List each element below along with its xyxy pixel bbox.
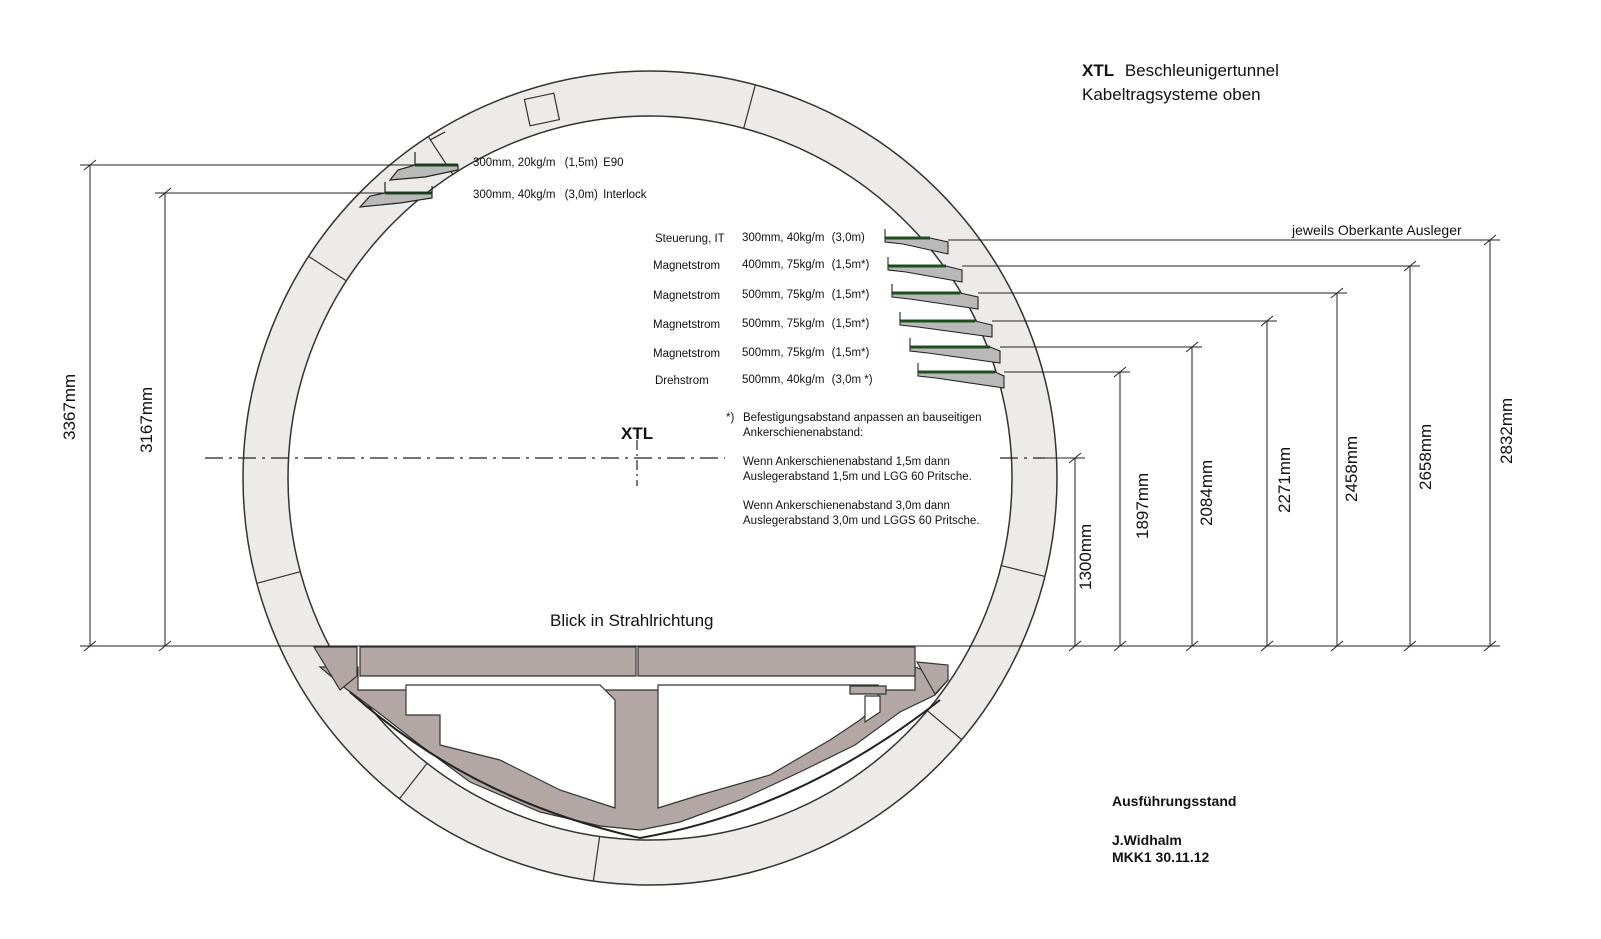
- right-tray-spec-5: 500mm, 75kg/m (1,5m*): [742, 347, 870, 359]
- drawing-subtitle: Kabeltragsysteme oben: [1082, 85, 1261, 104]
- left-tray-2-spec: 300mm, 40kg/m: [473, 189, 556, 201]
- dim-label-1300: 1300mm: [1076, 523, 1095, 590]
- dim-right-tick-top-5: [1330, 287, 1344, 299]
- right-tray-name-3: Magnetstrom: [653, 290, 721, 302]
- floor-slab-left: [359, 646, 637, 677]
- left-tray-1-type: E90: [603, 157, 624, 169]
- center-label: XTL: [621, 424, 654, 443]
- right-cable-trays: [884, 229, 1005, 389]
- floor-recess-small: [864, 695, 881, 724]
- right-tray-spec-2: 400mm, 75kg/m (1,5m*): [742, 259, 870, 271]
- footnote-marker: *): [726, 412, 735, 424]
- title-xtl: XTL: [1082, 61, 1115, 80]
- left-tray-2-type: Interlock: [603, 189, 647, 201]
- dimension-lines: [80, 159, 1500, 652]
- floor-recess-box: [849, 685, 887, 695]
- dim-left-tick-1a: [83, 159, 97, 171]
- status-state: Ausführungsstand: [1112, 793, 1237, 809]
- ring-joint-8: [926, 710, 963, 741]
- footnote-line-6: Auslegerabstand 3,0m und LGGS 60 Pritsch…: [743, 515, 980, 527]
- ring-joint-4: [1001, 564, 1046, 578]
- view-label-part1: Blick in: [550, 611, 604, 630]
- status-author: J.Widhalm: [1112, 832, 1182, 848]
- floor-corner-right: [915, 661, 949, 696]
- ring-joint-3: [308, 255, 347, 282]
- dim-right-tick-top-7: [1483, 234, 1497, 246]
- floor-slab-right: [637, 646, 916, 677]
- dim-left-tick-2a: [158, 187, 172, 199]
- view-label-part2: Strahlrichtung: [608, 611, 714, 630]
- footnote-line-4: Auslegerabstand 1,5m und LGG 60 Pritsche…: [743, 471, 972, 483]
- footnote-line-2: Ankerschienenabstand:: [743, 427, 864, 439]
- dim-left-tick-1b: [83, 640, 97, 652]
- floor-cavity-left: [405, 684, 616, 809]
- dim-label-2271: 2271mm: [1275, 446, 1294, 513]
- footnote-line-5: Wenn Ankerschienenabstand 3,0m dann: [743, 500, 950, 512]
- ceiling-bracket: [523, 92, 561, 127]
- left-tray-1-spacing: (1,5m): [564, 157, 598, 169]
- ring-joint-6: [398, 762, 428, 800]
- left-tray-label-1: 300mm, 20kg/m (1,5m) E90: [473, 156, 624, 170]
- right-tray-name-6: Drehstrom: [655, 375, 709, 387]
- ring-joint-7: [256, 571, 301, 584]
- dim-right-tick-bottom-2: [1113, 640, 1127, 652]
- dim-label-1897: 1897mm: [1133, 472, 1152, 539]
- dim-label-2832: 2832mm: [1497, 397, 1516, 464]
- right-tray-name-4: Magnetstrom: [653, 319, 721, 331]
- dim-right-tick-bottom-1: [1068, 640, 1082, 652]
- right-tray-name-5: Magnetstrom: [653, 348, 721, 360]
- dim-right-tick-top-3: [1185, 341, 1199, 353]
- footnote-line-1: Befestigungsabstand anpassen an bauseiti…: [743, 412, 982, 424]
- right-tray-spec-1: 300mm, 40kg/m (3,0m): [742, 232, 865, 244]
- floor-lower-arc: [349, 691, 941, 840]
- dim-label-3167: 3167mm: [137, 386, 156, 453]
- dim-left-tick-2b: [158, 640, 172, 652]
- dim-label-3367: 3367mm: [60, 373, 79, 440]
- right-tray-spec-4: 500mm, 75kg/m (1,5m*): [742, 318, 870, 330]
- left-tray-2-spacing: (3,0m): [564, 189, 598, 201]
- dim-right-tick-top-1: [1068, 452, 1082, 464]
- right-tray-spec-3: 500mm, 75kg/m (1,5m*): [742, 289, 870, 301]
- dim-label-2084: 2084mm: [1197, 459, 1216, 526]
- dim-right-tick-bottom-6: [1403, 640, 1417, 652]
- right-tray-name-2: Magnetstrom: [653, 260, 721, 272]
- dim-right-tick-top-4: [1260, 315, 1274, 327]
- dim-right-tick-bottom-5: [1330, 640, 1344, 652]
- right-tray-spec-6: 500mm, 40kg/m (3,0m *): [742, 374, 873, 386]
- left-tray-1-spec: 300mm, 20kg/m: [473, 157, 556, 169]
- dim-right-tick-top-2: [1113, 366, 1127, 378]
- ring-joint-5: [592, 836, 601, 882]
- view-direction-label: Blick in Strahlrichtung: [550, 611, 713, 631]
- dim-right-tick-bottom-3: [1185, 640, 1199, 652]
- drawing-title: XTL Beschleunigertunnel: [1082, 61, 1279, 81]
- dim-right-tick-bottom-4: [1260, 640, 1274, 652]
- floor-corner-left: [312, 646, 358, 691]
- dim-label-2658: 2658mm: [1416, 423, 1435, 490]
- ring-segment-joints: [256, 84, 1046, 882]
- footnote-line-3: Wenn Ankerschienenabstand 1,5m dann: [743, 456, 950, 468]
- top-edge-note: jeweils Oberkante Ausleger: [1292, 222, 1462, 238]
- status-ref: MKK1 30.11.12: [1112, 849, 1210, 865]
- ring-joint-1: [743, 84, 756, 129]
- floor-structure: [312, 646, 950, 831]
- left-tray-label-2: 300mm, 40kg/m (3,0m) Interlock: [473, 188, 647, 202]
- dim-label-2458: 2458mm: [1342, 435, 1361, 502]
- dim-right-tick-bottom-7: [1483, 640, 1497, 652]
- dim-right-tick-top-6: [1403, 260, 1417, 272]
- right-tray-name-1: Steuerung, IT: [655, 233, 725, 245]
- title-tunnel: Beschleunigertunnel: [1124, 61, 1279, 80]
